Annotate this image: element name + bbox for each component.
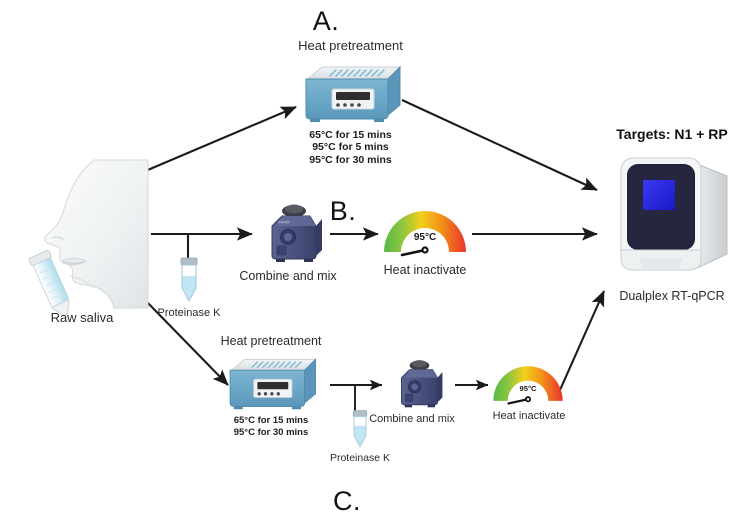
panel-c-gauge-value: 95°C — [519, 384, 537, 393]
panel-c-mixer-group: Combine and mix — [369, 358, 455, 426]
panel-letter-a: A. — [312, 6, 340, 36]
raw-saliva-label: Raw saliva — [50, 310, 114, 325]
panel-c-condition-1: 65°C for 15 mins — [233, 415, 309, 426]
raw-saliva-group: Raw saliva — [18, 158, 149, 333]
panel-b-reagent-group: Proteinase K — [158, 257, 220, 320]
panel-c-reagent-group: Proteinase K — [330, 410, 390, 466]
microcentrifuge-tube-icon — [352, 410, 368, 448]
panel-c-condition-2: 95°C for 30 mins — [233, 426, 309, 438]
panel-a-heat-title: Heat pretreatment — [298, 38, 403, 53]
arrow-saliva-to-heatblock-a — [142, 106, 297, 173]
panel-letter-b: B. — [329, 196, 357, 226]
panel-c-gauge-group: 95°C Heat inactivate — [488, 362, 568, 423]
panel-letter-c: C. — [333, 486, 361, 516]
panel-c-mix-label: Combine and mix — [369, 413, 455, 425]
panel-c-reagent-label: Proteinase K — [329, 452, 391, 464]
panel-a-condition-1: 65°C for 15 mins — [309, 128, 392, 141]
panel-c-conditions: 65°C for 15 mins 95°C for 30 mins — [196, 415, 346, 438]
panel-a-condition-3: 95°C for 30 mins — [309, 154, 392, 167]
panel-b-mix-label: Combine and mix — [239, 269, 337, 283]
panel-b-reagent-label: Proteinase K — [157, 307, 221, 319]
instrument-targets-title: Targets: N1 + RP — [616, 126, 728, 142]
temperature-gauge-icon: 95°C — [384, 211, 466, 257]
panel-a-condition-2: 95°C for 5 mins — [312, 141, 389, 154]
panel-b-gauge-group: 95°C Heat inactivate — [378, 206, 472, 278]
arrow-gauge-to-instrument-c — [559, 290, 605, 391]
vortex-mixer-icon — [401, 360, 443, 408]
microcentrifuge-tube-icon — [180, 257, 198, 303]
panel-a-group: Heat pretreatment — [258, 38, 443, 167]
heat-block-icon — [305, 65, 401, 122]
vortex-mixer-icon — [271, 204, 322, 262]
panel-b-inactivate-label: Heat inactivate — [383, 263, 467, 277]
arrow-heatblock-a-to-instrument — [401, 99, 598, 191]
panel-b-gauge-value: 95°C — [414, 232, 436, 243]
panel-c-heat-title: Heat pretreatment — [220, 334, 322, 348]
panel-a-conditions: 65°C for 15 mins 95°C for 5 mins 95°C fo… — [258, 129, 443, 167]
qpcr-thermocycler-icon — [620, 157, 728, 271]
arrow-saliva-to-heatblock-c — [144, 299, 229, 386]
temperature-gauge-icon: 95°C — [493, 366, 563, 405]
heat-block-icon — [229, 358, 317, 410]
face-profile-with-saliva-tube-icon — [28, 159, 149, 317]
panel-b-mixer-group: Combine and mix — [239, 202, 337, 284]
panel-c-heat-group: Heat pretreatment — [196, 333, 346, 438]
instrument-name-label: Dualplex RT-qPCR — [619, 289, 725, 303]
instrument-group: Targets: N1 + RP Dualplex RT-qPCR — [596, 126, 748, 304]
panel-c-inactivate-label: Heat inactivate — [492, 410, 566, 422]
